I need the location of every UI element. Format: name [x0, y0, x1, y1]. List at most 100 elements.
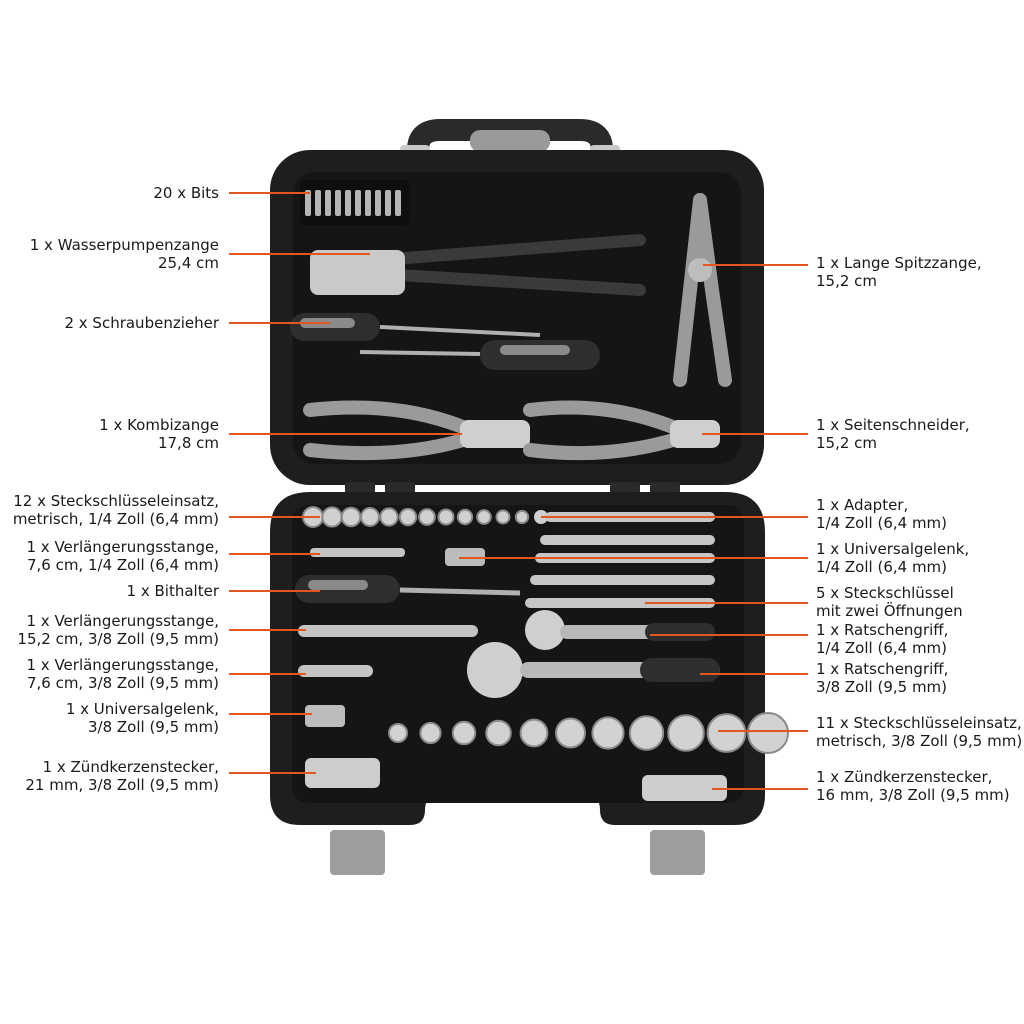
- extension-bar-short: [298, 665, 373, 677]
- long-nose-pliers-arm-left: [673, 193, 707, 387]
- label-long-nose-pliers: 1 x Lange Spitzzange,15,2 cm: [816, 254, 982, 290]
- socket-three-eighths-inch: [555, 717, 586, 749]
- case-hinge: [610, 482, 640, 494]
- label-line: 1 x Bithalter: [126, 582, 219, 600]
- label-side-cutter: 1 x Seitenschneider,15,2 cm: [816, 416, 970, 452]
- socket-quarter-inch: [514, 509, 530, 525]
- label-universal-joint-quarter: 1 x Universalgelenk,1/4 Zoll (6,4 mm): [816, 540, 969, 576]
- label-line: 3/8 Zoll (9,5 mm): [87, 718, 219, 736]
- side-cutter-arm-bottom: [523, 431, 687, 461]
- label-line: 1 x Ratschengriff,: [816, 660, 949, 678]
- label-line: 7,6 cm, 1/4 Zoll (6,4 mm): [26, 556, 219, 574]
- extension-bar-quarter: [310, 548, 405, 557]
- label-line: 2 x Schraubenzieher: [64, 314, 219, 332]
- label-line: 1 x Verlängerungsstange,: [26, 612, 220, 630]
- label-line: 7,6 cm, 3/8 Zoll (9,5 mm): [26, 674, 219, 692]
- label-extension-bar-76-three-eighths: 1 x Verlängerungsstange,7,6 cm, 3/8 Zoll…: [27, 656, 220, 692]
- label-spark-plug-socket-21: 1 x Zündkerzenstecker,21 mm, 3/8 Zoll (9…: [25, 758, 219, 794]
- label-line: 1 x Wasserpumpenzange: [29, 236, 219, 254]
- side-cutter-head: [670, 420, 720, 448]
- socket-quarter-inch: [456, 508, 474, 526]
- side-cutter-arm-top: [523, 400, 687, 437]
- long-nose-pliers-arm-right: [693, 193, 732, 387]
- label-line: 1 x Zündkerzenstecker,: [816, 768, 993, 786]
- label-line: mit zwei Öffnungen: [816, 602, 963, 620]
- socket-three-eighths-inch: [485, 719, 512, 747]
- label-line: 15,2 cm, 3/8 Zoll (9,5 mm): [17, 630, 219, 648]
- label-ratchet-quarter: 1 x Ratschengriff,1/4 Zoll (6,4 mm): [816, 621, 948, 657]
- label-extension-bar-76-quarter: 1 x Verlängerungsstange,7,6 cm, 1/4 Zoll…: [27, 538, 220, 574]
- label-line: 21 mm, 3/8 Zoll (9,5 mm): [25, 776, 219, 794]
- label-universal-joint-three-eighths: 1 x Universalgelenk,3/8 Zoll (9,5 mm): [66, 700, 219, 736]
- socket-three-eighths-inch: [591, 716, 625, 750]
- ratchet-quarter-head: [525, 610, 565, 650]
- socket-quarter-inch: [476, 509, 492, 525]
- socket-quarter-inch: [340, 506, 362, 528]
- spark-plug-socket-21: [305, 758, 380, 788]
- label-bits: 20 x Bits: [153, 184, 219, 202]
- label-bit-holder: 1 x Bithalter: [127, 582, 219, 600]
- socket-three-eighths-inch: [628, 715, 665, 751]
- bit: [305, 190, 311, 216]
- socket-quarter-inch: [379, 507, 399, 527]
- socket-three-eighths-inch: [388, 723, 408, 743]
- label-line: 1 x Universalgelenk,: [816, 540, 970, 558]
- label-line: 15,2 cm: [816, 434, 878, 452]
- label-screwdrivers: 2 x Schraubenzieher: [64, 314, 219, 332]
- bit-holder-grip: [308, 580, 368, 590]
- label-line: 1/4 Zoll (6,4 mm): [816, 639, 948, 657]
- combination-pliers-arm-bottom: [303, 431, 477, 461]
- label-ratchet-three-eighths: 1 x Ratschengriff,3/8 Zoll (9,5 mm): [816, 660, 948, 696]
- socket-quarter-inch: [398, 507, 418, 527]
- ratchet-three-eighths-head: [467, 642, 523, 698]
- socket-quarter-inch: [495, 509, 511, 525]
- socket-quarter-inch: [437, 508, 455, 526]
- ratchet-quarter-grip: [645, 623, 715, 641]
- label-line: 1 x Adapter,: [816, 496, 909, 514]
- case-hinge: [650, 482, 680, 494]
- label-line: 1 x Verlängerungsstange,: [26, 656, 220, 674]
- label-line: 15,2 cm: [816, 272, 878, 290]
- label-adapter: 1 x Adapter,1/4 Zoll (6,4 mm): [816, 496, 947, 532]
- combination-wrench: [525, 598, 715, 608]
- label-line: 1/4 Zoll (6,4 mm): [816, 558, 948, 576]
- screwdriver-shaft-1: [379, 325, 541, 337]
- case-hinge: [385, 482, 415, 494]
- label-line: 1 x Kombizange: [99, 416, 219, 434]
- label-line: metrisch, 3/8 Zoll (9,5 mm): [816, 732, 1023, 750]
- label-line: 1 x Zündkerzenstecker,: [42, 758, 219, 776]
- socket-three-eighths-inch: [451, 720, 477, 746]
- bit: [395, 190, 401, 216]
- socket-quarter-inch: [321, 506, 343, 528]
- case-latch-right: [650, 830, 705, 875]
- label-line: 1 x Ratschengriff,: [816, 621, 949, 639]
- screwdriver-grip-2: [500, 345, 570, 355]
- label-line: metrisch, 1/4 Zoll (6,4 mm): [12, 510, 219, 528]
- label-line: 12 x Steckschlüsseleinsatz,: [13, 492, 219, 510]
- label-line: 3/8 Zoll (9,5 mm): [816, 678, 948, 696]
- universal-joint-three-eighths: [305, 705, 345, 727]
- label-line: 25,4 cm: [157, 254, 219, 272]
- label-line: 1 x Seitenschneider,: [816, 416, 970, 434]
- combination-wrench: [530, 575, 715, 585]
- label-line: 1/4 Zoll (6,4 mm): [816, 514, 948, 532]
- ratchet-three-eighths-grip: [640, 658, 720, 682]
- case-latch-left: [330, 830, 385, 875]
- label-line: 20 x Bits: [153, 184, 219, 202]
- long-nose-pliers-pivot: [688, 258, 712, 282]
- label-line: 16 mm, 3/8 Zoll (9,5 mm): [816, 786, 1010, 804]
- socket-three-eighths-inch: [519, 718, 549, 748]
- bit: [355, 190, 361, 216]
- label-line: 1 x Universalgelenk,: [65, 700, 219, 718]
- combination-pliers-arm-top: [303, 400, 477, 437]
- bit: [365, 190, 371, 216]
- bit: [345, 190, 351, 216]
- socket-three-eighths-inch: [419, 721, 442, 745]
- label-line: 1 x Verlängerungsstange,: [26, 538, 220, 556]
- label-extension-bar-152-three-eighths: 1 x Verlängerungsstange,15,2 cm, 3/8 Zol…: [17, 612, 219, 648]
- label-metric-sockets-quarter: 12 x Steckschlüsseleinsatz,metrisch, 1/4…: [13, 492, 219, 528]
- socket-quarter-inch: [418, 508, 436, 526]
